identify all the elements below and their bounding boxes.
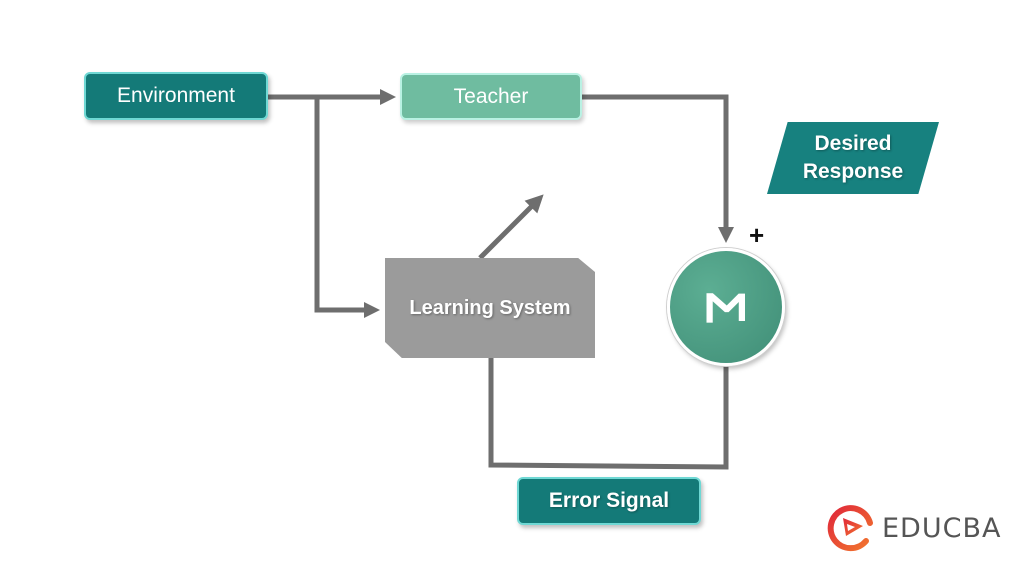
edge-summer-learning xyxy=(488,358,729,470)
plus-sign: + xyxy=(749,220,765,250)
educba-logo-text: EDUCBA xyxy=(882,512,1002,544)
environment-node: Environment xyxy=(84,72,268,120)
desired-response-node: Desired Response xyxy=(767,122,939,194)
environment-label: Environment xyxy=(117,84,235,107)
summation-node: Σ xyxy=(667,248,785,366)
educba-logo-icon xyxy=(827,505,873,552)
desired-response-line-2: Response xyxy=(802,160,904,183)
edge-teacher-summer xyxy=(582,94,734,243)
edge-environment-learning xyxy=(314,97,380,318)
learning-system-node: Learning System xyxy=(385,258,595,358)
summation-icon: Σ xyxy=(694,290,758,324)
error-signal-label: Error Signal xyxy=(548,489,670,512)
teacher-label: Teacher xyxy=(453,84,529,108)
educba-logo: EDUCBA xyxy=(826,503,1001,553)
error-signal-node: Error Signal xyxy=(517,477,701,525)
teacher-node: Teacher xyxy=(400,73,582,120)
desired-response-line-1: Desired xyxy=(814,132,892,155)
adjust-arrow xyxy=(478,194,544,260)
learning-system-label: Learning System xyxy=(409,296,571,319)
